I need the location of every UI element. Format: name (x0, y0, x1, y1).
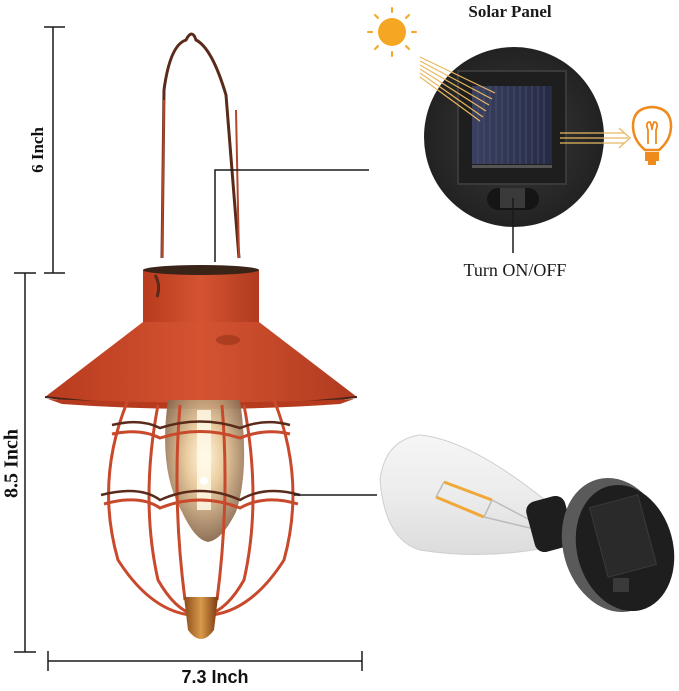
solar-panel-disc (424, 47, 604, 227)
leader-solar-panel (214, 169, 369, 262)
handle-height-label: 6 Inch (28, 127, 47, 173)
sun-rays (419, 56, 496, 122)
lantern-finial (184, 597, 218, 639)
solar-panel-label: Solar Panel (468, 2, 552, 21)
lantern-top (44, 265, 358, 409)
output-arrow (560, 127, 631, 149)
lantern-handle (160, 32, 241, 259)
switch-label: Turn ON/OFF (463, 260, 567, 280)
lantern-cage (100, 399, 301, 617)
dimension-body-height (14, 272, 36, 653)
sun-icon (367, 7, 417, 57)
dimension-width (47, 651, 363, 671)
solar-bulb-unit (379, 434, 675, 613)
lightbulb-icon (631, 105, 673, 165)
dimension-handle-height (44, 26, 65, 274)
body-height-label: 8.5 Inch (0, 429, 23, 498)
width-label: 7.3 Inch (181, 667, 249, 687)
